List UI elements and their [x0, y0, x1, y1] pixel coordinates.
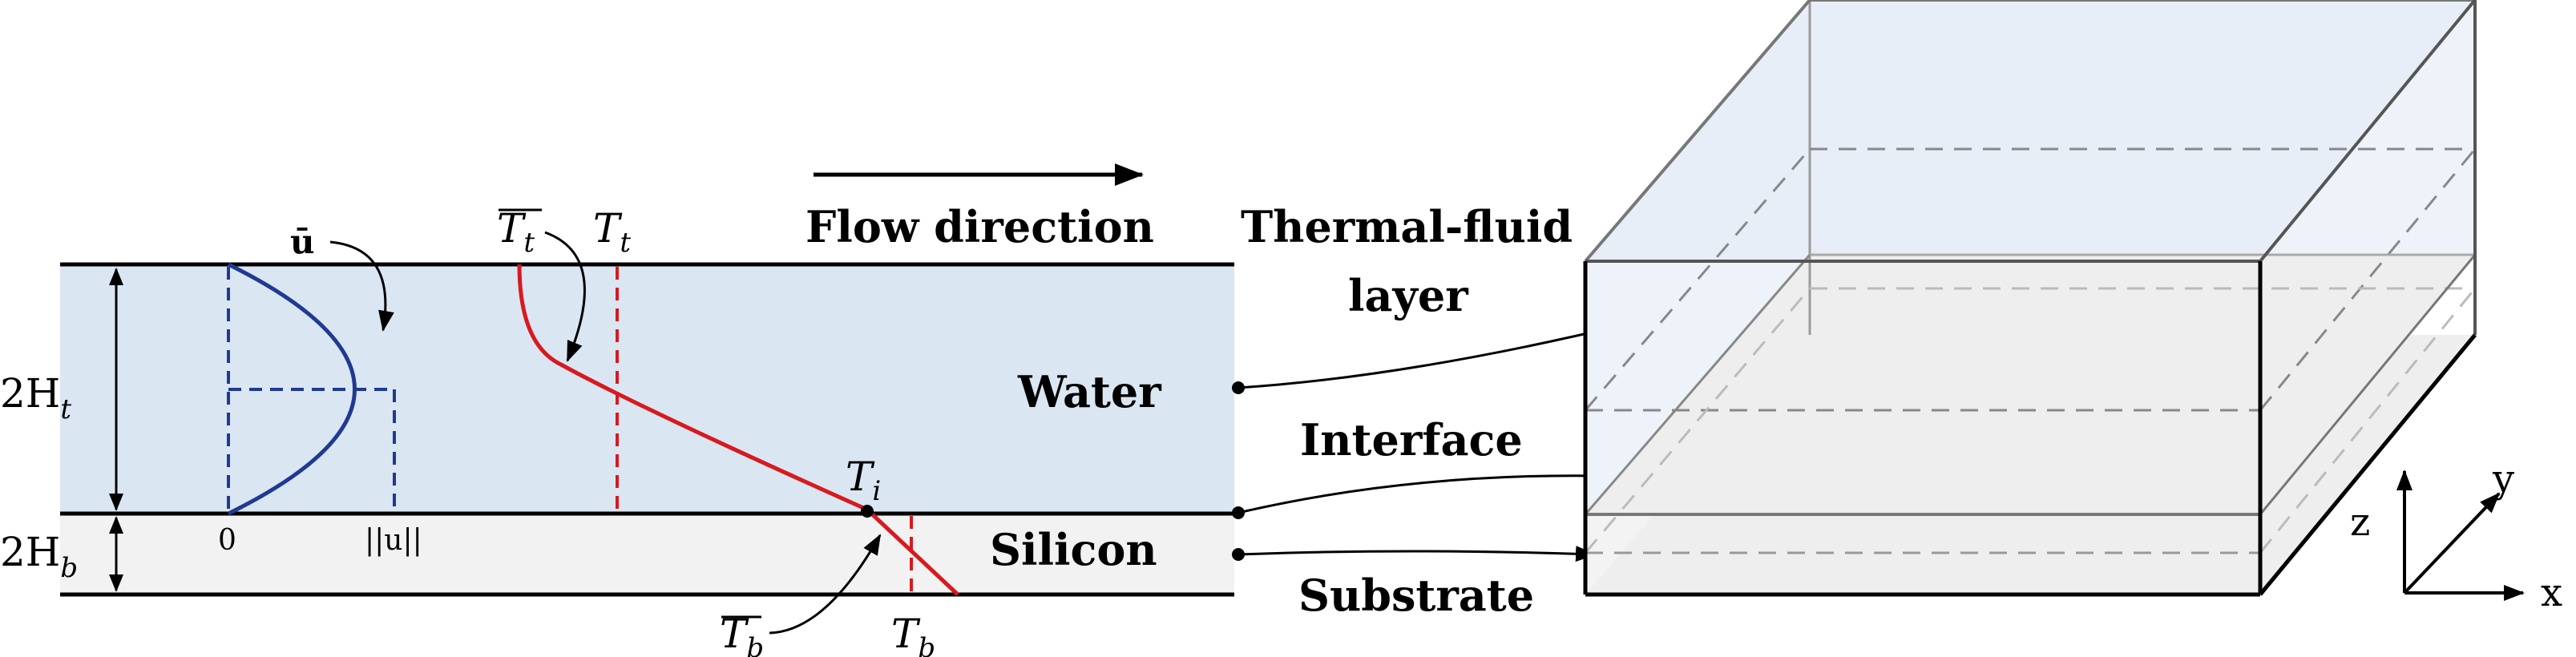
label-u-bar: ū: [290, 222, 315, 261]
tt-bar-pointer: [544, 231, 586, 362]
label-tt-bar: Tt: [497, 205, 535, 259]
label-axis-x: x: [2541, 570, 2562, 615]
temperature-profile-curve: [517, 264, 959, 596]
label-zero: 0: [218, 524, 236, 557]
three-d-box: [1583, 0, 2477, 597]
label-silicon: Silicon: [990, 524, 1157, 575]
label-tt: Tt: [593, 205, 631, 259]
label-tb: Tb: [891, 611, 935, 657]
label-flow-direction: Flow direction: [806, 201, 1154, 252]
dashed-substrate-left: [1584, 288, 1811, 554]
box-top-face: [1585, 0, 2475, 261]
box-substrate-floor-lower: [1585, 335, 2475, 595]
bottom-right-edge: [2259, 333, 2477, 596]
substrate-pointer: [1238, 546, 1597, 562]
cross-section: 2Ht 2Hb ū 0 ||u|| Tt Tt Ti Tb Tb Flow di…: [0, 163, 1234, 657]
silicon-layer: [60, 514, 1234, 593]
label-substrate: Substrate: [1298, 570, 1534, 621]
tb-bar-pointer: [769, 534, 882, 635]
label-ti: Ti: [846, 453, 881, 507]
label-thermal-fluid: Thermal-fluid: [1241, 201, 1573, 252]
label-water: Water: [1017, 366, 1161, 417]
interface-pointer: [1238, 467, 1605, 514]
top-right-edge: [2259, 0, 2477, 263]
u-bar-pointer: [329, 240, 394, 332]
label-layer: layer: [1348, 270, 1468, 321]
label-2ht: 2Ht: [0, 370, 71, 425]
interface-left-edge: [1584, 254, 1811, 515]
label-2hb: 2Hb: [0, 529, 78, 584]
label-axis-z: z: [2350, 500, 2370, 545]
y-axis: [2403, 492, 2501, 595]
water-pointer: [1238, 318, 1637, 389]
label-interface: Interface: [1300, 414, 1523, 466]
interface-point: [861, 505, 874, 518]
label-axis-y: y: [2492, 457, 2514, 502]
coordinate-axes: z y x: [2350, 457, 2562, 615]
label-u-norm: ||u||: [365, 524, 422, 557]
label-tb-bar: Tb: [720, 611, 764, 657]
layer-labels: Thermal-fluid layer Interface Substrate: [1232, 201, 1637, 621]
top-left-edge: [1584, 0, 1811, 263]
interface-right-edge: [2259, 254, 2477, 515]
